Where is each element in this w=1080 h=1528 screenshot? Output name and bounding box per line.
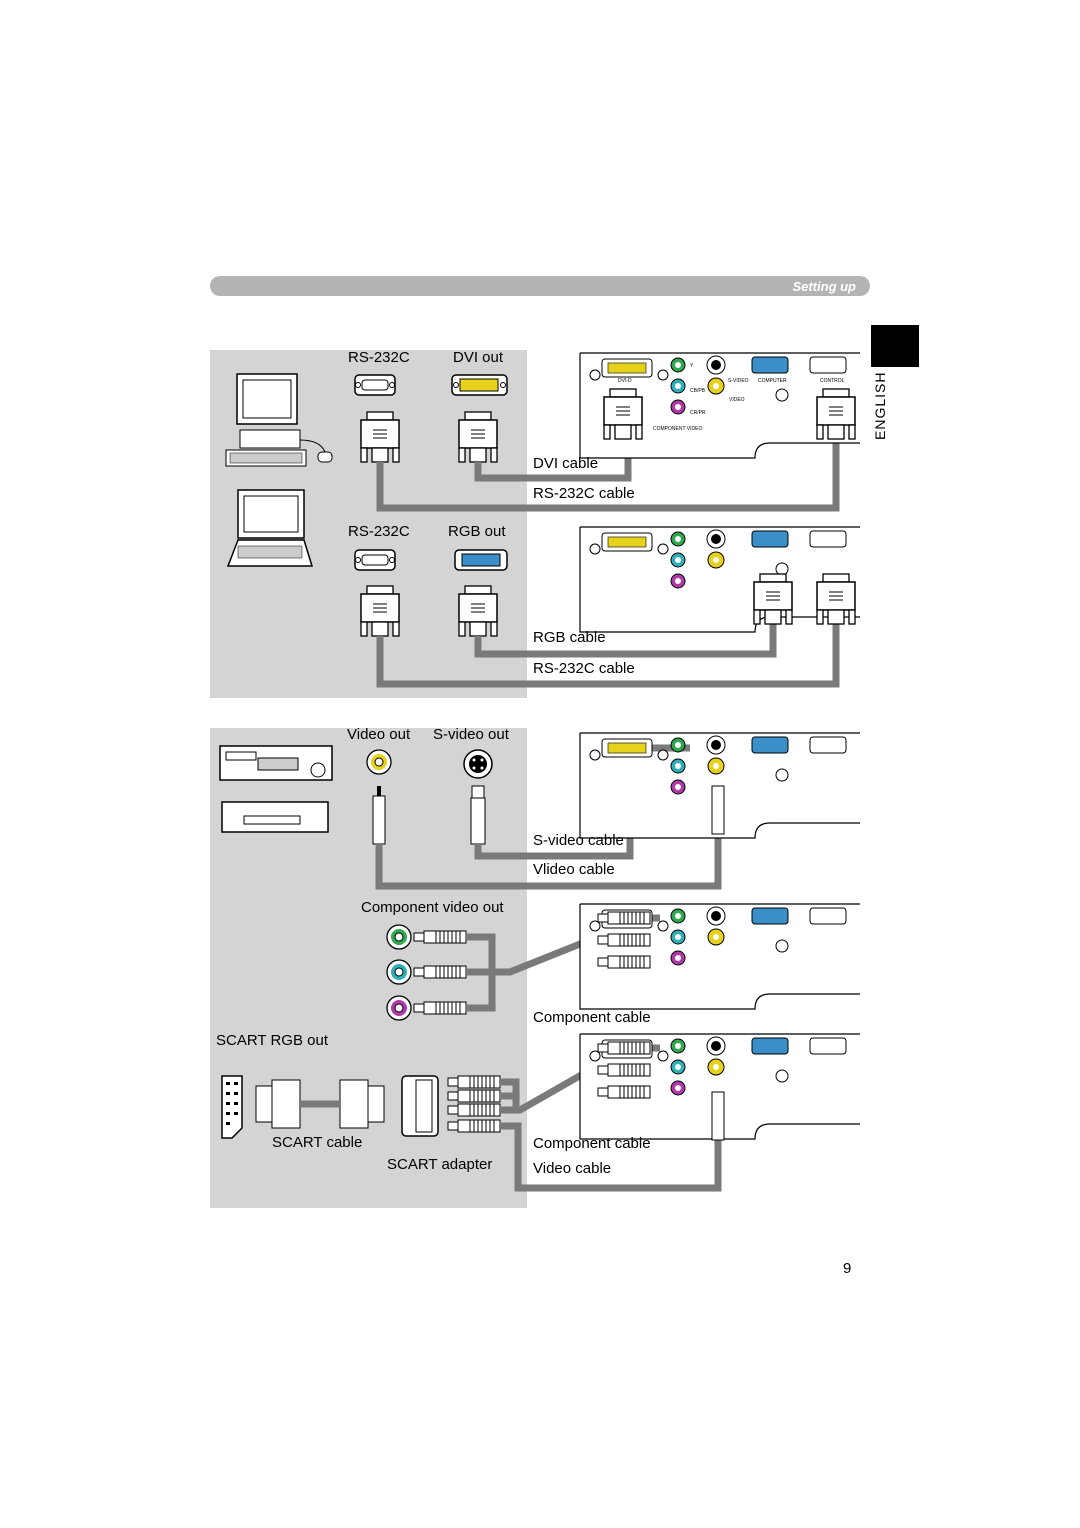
rs232c-plug-icon-2 xyxy=(360,585,400,637)
rs232c-cable-label-2: RS-232C cable xyxy=(533,660,635,677)
projector-dvi-plug xyxy=(603,388,643,440)
panel-label-y: Y xyxy=(690,363,694,369)
rs232c-label-1: RS-232C xyxy=(348,349,410,366)
component-cable-label-2: Component cable xyxy=(533,1135,651,1152)
dvi-plug-icon xyxy=(458,411,498,463)
component-plug-y xyxy=(413,930,467,944)
rs232c-port-icon xyxy=(354,374,396,396)
scart-cable-icon xyxy=(255,1079,385,1129)
projector-component-plug-cb-2 xyxy=(597,1063,651,1077)
projector-control-plug xyxy=(816,388,856,440)
video-cable-label-2: Video cable xyxy=(533,1160,612,1177)
laptop-computer-icon xyxy=(226,489,314,567)
projector-control-plug-2 xyxy=(816,573,856,625)
vcr-player-icon xyxy=(219,745,333,781)
dvi-cable-label: DVI cable xyxy=(533,455,599,472)
component-plug-cb xyxy=(413,965,467,979)
rs232c-cable-label-1: RS-232C cable xyxy=(533,485,635,502)
projector-component-plug-cr xyxy=(597,955,651,969)
computer-cables xyxy=(376,440,840,688)
panel-label-computer: COMPUTER xyxy=(758,378,787,384)
projector-component-plug-y-2 xyxy=(597,1041,651,1055)
svideo-cable-label: S-video cable xyxy=(533,832,624,849)
scart-cable-label: SCART cable xyxy=(272,1134,363,1151)
panel-label-cb-pb: CB/PB xyxy=(690,388,706,394)
projector-computer-plug xyxy=(753,573,793,625)
rs232c-label-2: RS-232C xyxy=(348,523,410,540)
svideo-plug-icon xyxy=(470,785,486,845)
component-y-port-icon xyxy=(386,924,412,950)
rgb-cable-label: RGB cable xyxy=(533,629,606,646)
scart-rca-plug-4 xyxy=(447,1119,501,1133)
rs232c-plug-icon xyxy=(360,411,400,463)
section-title: Setting up xyxy=(792,279,856,294)
scart-rgb-out-label: SCART RGB out xyxy=(216,1032,328,1049)
scart-rca-plug-2 xyxy=(447,1089,501,1103)
component-cr-port-icon xyxy=(386,995,412,1021)
component-plug-cr xyxy=(413,1001,467,1015)
rgb-port-icon xyxy=(454,549,508,571)
scart-rca-plug-1 xyxy=(447,1075,501,1089)
scart-adapter-icon xyxy=(401,1075,439,1137)
dvd-player-icon xyxy=(221,801,329,833)
section-header-bar xyxy=(210,276,870,296)
rgb-plug-icon xyxy=(458,585,498,637)
projector-component-plug-y xyxy=(597,911,651,925)
rs232c-port-icon-2 xyxy=(354,549,396,571)
video-cable-label: Vlideo cable xyxy=(533,861,615,878)
rgb-out-label: RGB out xyxy=(448,523,506,540)
component-video-out-label: Component video out xyxy=(361,899,504,916)
panel-label-dvi-d: DVI-D xyxy=(618,378,632,384)
projector-component-plug-cb xyxy=(597,933,651,947)
dvi-port-icon xyxy=(451,374,508,396)
panel-label-video: VIDEO xyxy=(729,397,745,403)
video-out-port-icon xyxy=(366,749,392,775)
dvi-out-label: DVI out xyxy=(453,349,504,366)
scart-adapter-label: SCART adapter xyxy=(387,1156,493,1173)
projector-video-plug-2 xyxy=(711,1091,725,1141)
video-out-label: Video out xyxy=(347,726,411,743)
page-number: 9 xyxy=(843,1260,852,1277)
component-cable-label-1: Component cable xyxy=(533,1009,651,1026)
svideo-out-port-icon xyxy=(463,749,493,779)
panel-label-component-video: COMPONENT VIDEO xyxy=(653,426,703,432)
panel-label-s-video: S-VIDEO xyxy=(728,378,749,384)
panel-label-cr-pr: CR/PR xyxy=(690,410,706,416)
language-tab-marker xyxy=(871,325,919,367)
desktop-computer-icon xyxy=(225,373,333,467)
scart-port-icon xyxy=(221,1075,243,1139)
svideo-out-label: S-video out xyxy=(433,726,509,743)
panel-label-control: CONTROL xyxy=(820,378,845,384)
video-plug-icon xyxy=(372,786,386,845)
projector-component-plug-cr-2 xyxy=(597,1085,651,1099)
component-cb-port-icon xyxy=(386,959,412,985)
projector-video-plug xyxy=(711,785,725,835)
scart-rca-plug-3 xyxy=(447,1103,501,1117)
